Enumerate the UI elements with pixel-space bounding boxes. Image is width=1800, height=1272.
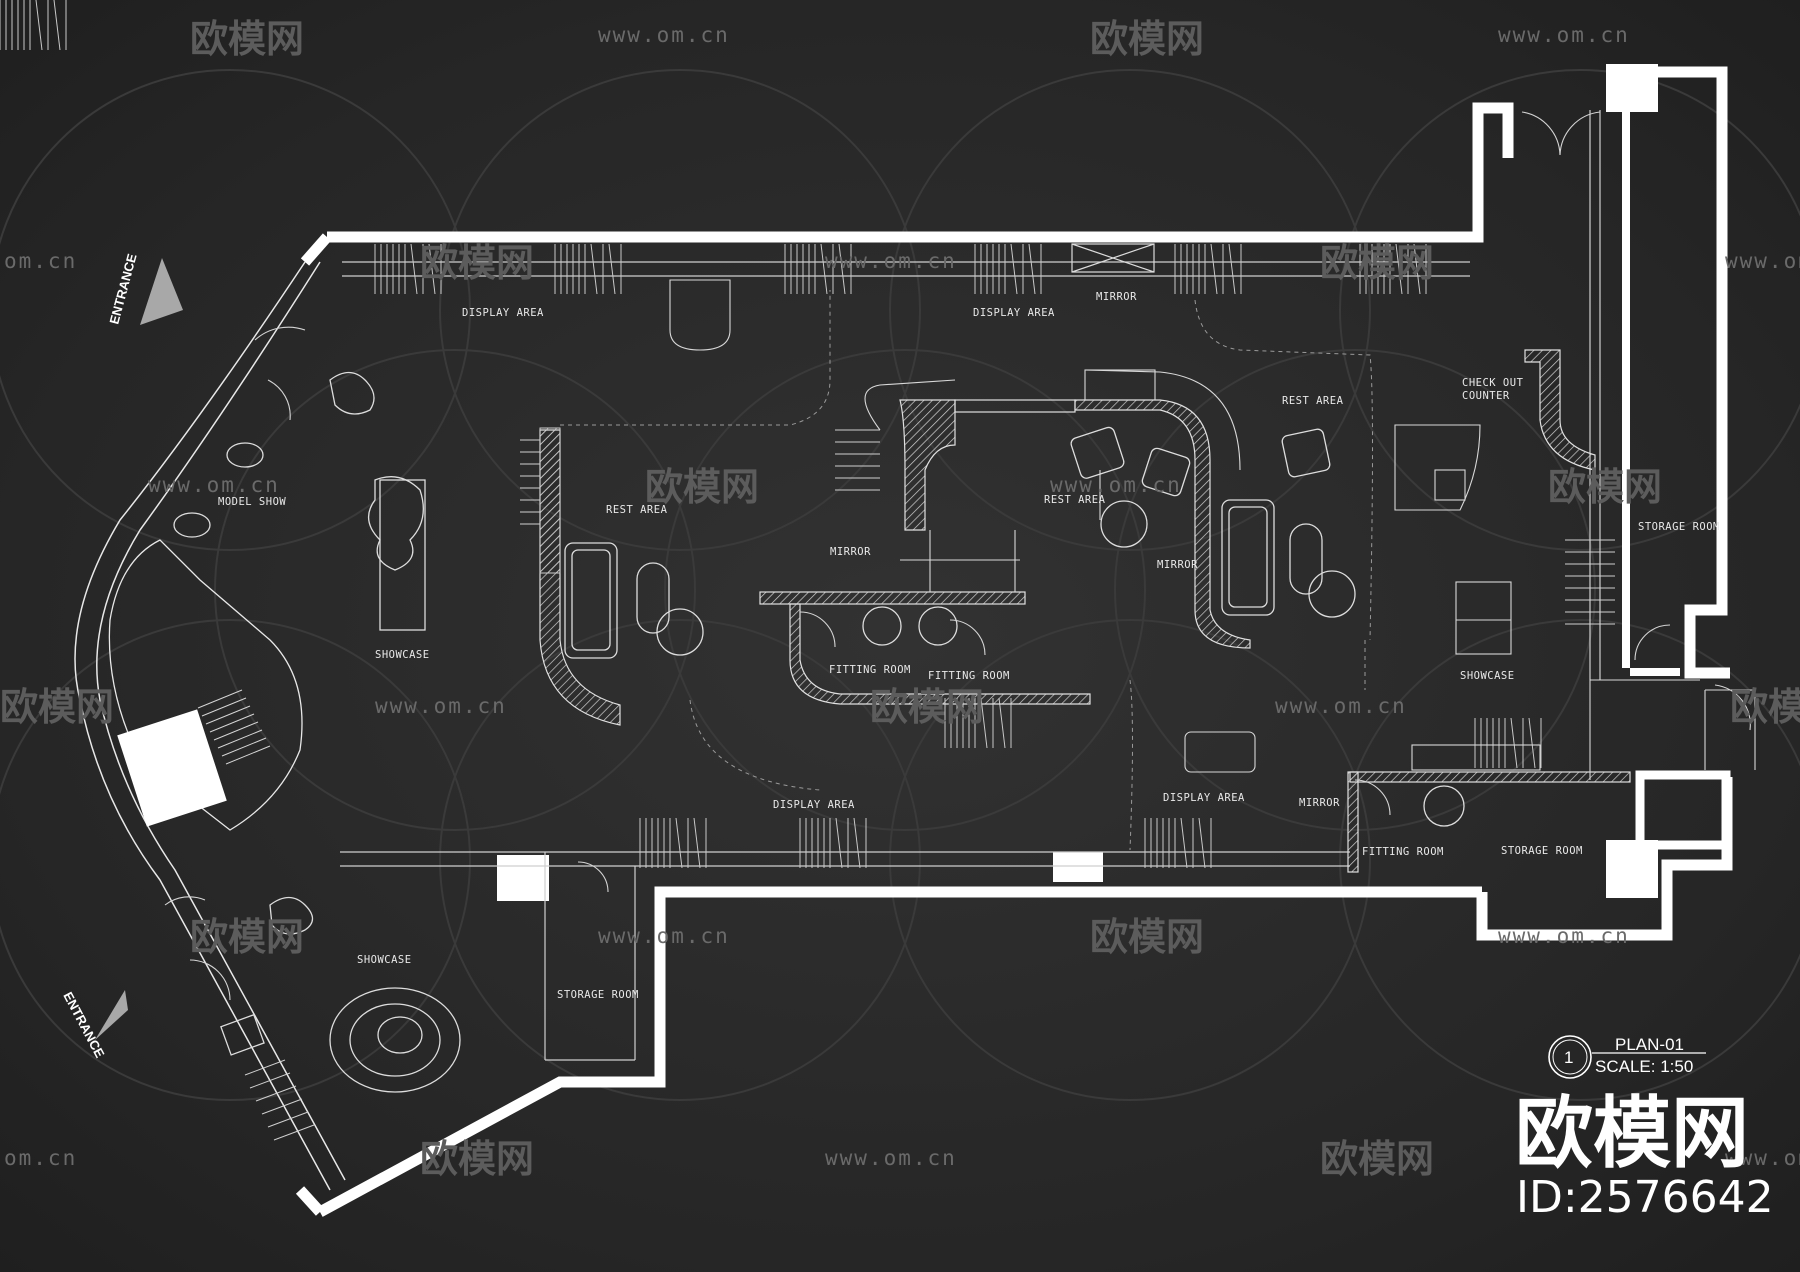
watermark-url: www.om.cn	[1275, 694, 1407, 718]
entrance-arrow-top	[140, 258, 183, 325]
watermark-brand: 欧模网	[190, 915, 304, 959]
interior-lines	[669, 279, 1756, 780]
label-display-area-1: DISPLAY AREA	[462, 307, 544, 319]
watermark-brand: 欧模网	[0, 685, 114, 729]
watermark-url: www.om.cn	[598, 23, 730, 47]
label-mirror-1: MIRROR	[1096, 291, 1137, 303]
left-facade	[74, 261, 346, 1191]
watermark-brand: 欧模网	[1090, 17, 1204, 61]
label-rest-area-3: REST AREA	[1282, 395, 1344, 407]
watermark-url-short: om.cn	[4, 1146, 77, 1170]
label-showcase-1: SHOWCASE	[375, 649, 430, 661]
exterior-walls	[295, 66, 1733, 1217]
label-display-area-3: DISPLAY AREA	[773, 799, 855, 811]
stairs-left	[197, 689, 271, 765]
furniture	[173, 371, 1465, 1093]
white-display-block	[117, 709, 227, 827]
watermark-brand: 欧模网	[420, 1137, 534, 1181]
model-id: ID:2576642	[1516, 1172, 1774, 1223]
zone-lines	[560, 290, 1373, 851]
watermark-url: www.om.cn	[1498, 924, 1630, 948]
door-swings	[164, 111, 1751, 1001]
label-fitting-room-3: FITTING ROOM	[1362, 846, 1444, 858]
label-showcase-3: SHOWCASE	[1460, 670, 1515, 682]
label-storage-room-3: STORAGE ROOM	[1638, 521, 1720, 533]
watermark-brand: 欧模网	[870, 685, 984, 729]
watermark-url: www.om.cn	[598, 924, 730, 948]
watermark-brand: 欧模网	[420, 241, 534, 285]
label-fitting-room-1: FITTING ROOM	[829, 664, 911, 676]
entrance-label-top: ENTRANCE	[106, 252, 139, 326]
watermark-brand: 欧模网	[645, 465, 759, 509]
plan-scale: SCALE: 1:50	[1595, 1057, 1693, 1076]
label-mirror-4: MIRROR	[1299, 797, 1340, 809]
label-mirror-3: MIRROR	[1157, 559, 1198, 571]
watermark-url: www.om.cn	[375, 694, 507, 718]
watermark-brand: 欧模网	[190, 17, 304, 61]
watermark-brand: 欧模网	[1730, 685, 1800, 729]
watermark-url: www.om.cn	[1725, 1146, 1800, 1170]
watermark-brand: 欧模网	[1548, 465, 1662, 509]
wall-inner-lines	[340, 110, 1601, 1061]
label-storage-room-1: STORAGE ROOM	[557, 989, 639, 1001]
label-rest-area-2: REST AREA	[1044, 494, 1106, 506]
stair-runs	[244, 427, 1615, 1141]
label-storage-room-2: STORAGE ROOM	[1501, 845, 1583, 857]
label-display-area-4: DISPLAY AREA	[1163, 792, 1245, 804]
label-fitting-room-2: FITTING ROOM	[928, 670, 1010, 682]
watermark-brand: 欧模网	[1320, 241, 1434, 285]
watermark-url: www.om.cn	[825, 1146, 957, 1170]
entrance-arrow-bottom	[95, 990, 128, 1040]
interior-partitions	[539, 349, 1631, 873]
label-model-show: MODEL SHOW	[218, 496, 286, 508]
plan-number: 1	[1564, 1048, 1573, 1067]
label-showcase-2: SHOWCASE	[357, 954, 412, 966]
watermark-url: www.om.cn	[1498, 23, 1630, 47]
label-rest-area-1: REST AREA	[606, 504, 668, 516]
watermark-url: www.om.cn	[1050, 473, 1182, 497]
label-checkout-line2: COUNTER	[1462, 390, 1510, 402]
mirror-symbol	[1071, 243, 1155, 273]
watermark-brand: 欧模网	[1090, 915, 1204, 959]
watermark-brand: 欧模网	[1320, 1137, 1434, 1181]
label-mirror-2: MIRROR	[830, 546, 871, 558]
plan-tag: 1 PLAN-01 SCALE: 1:50	[1548, 1035, 1706, 1079]
plan-name: PLAN-01	[1615, 1035, 1684, 1054]
watermarks: 欧模网 欧模网 欧模网 欧模网 欧模网 欧模网 欧模网 欧模网 欧模网 欧模网 …	[0, 17, 1800, 1181]
label-display-area-2: DISPLAY AREA	[973, 307, 1055, 319]
watermark-url: www.om.cn	[148, 473, 280, 497]
watermark-url-short: om.cn	[4, 249, 77, 273]
watermark-circles	[0, 69, 1800, 1101]
label-checkout-line1: CHECK OUT	[1462, 377, 1524, 389]
brand-logo-text: 欧模网	[1515, 1089, 1749, 1179]
watermark-url: www.om.cn	[825, 249, 957, 273]
rack-hatches-top	[0, 0, 1542, 869]
wall-solid-blocks	[497, 64, 1731, 901]
watermark-url: www.om.cn	[1725, 249, 1800, 273]
